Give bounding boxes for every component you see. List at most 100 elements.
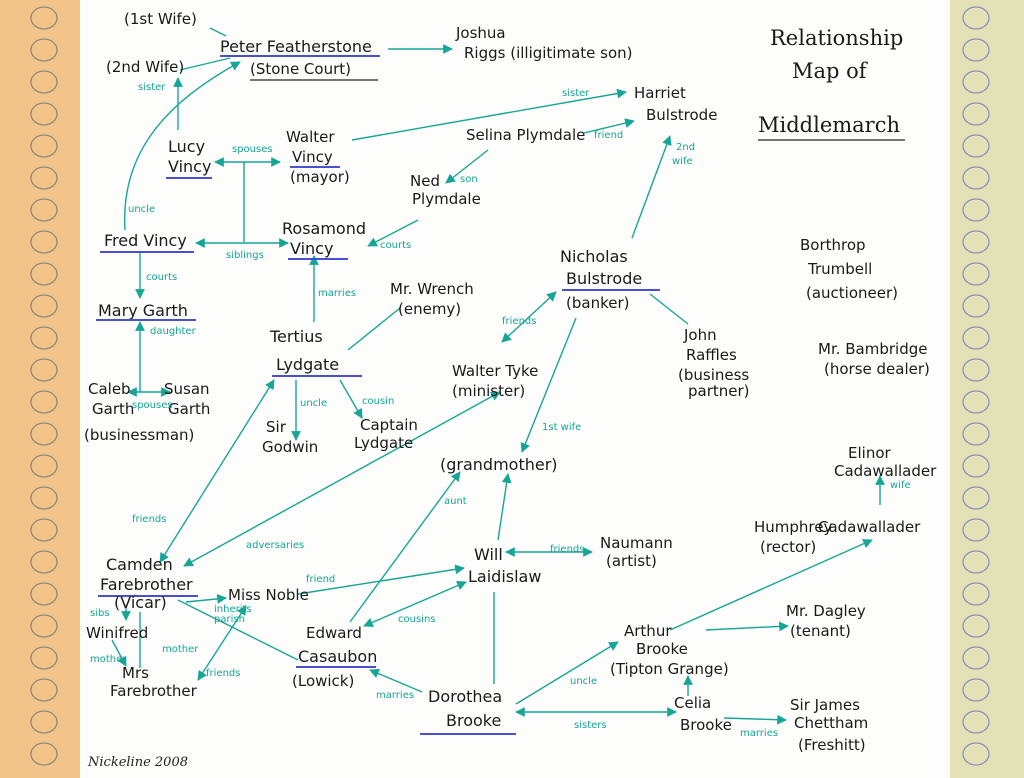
borthrop-trumbell-role: (auctioneer) bbox=[806, 284, 898, 302]
label-uncle-fred: uncle bbox=[128, 204, 155, 215]
left-binding-strip bbox=[0, 0, 80, 778]
arthur-brooke-name: Arthur bbox=[624, 622, 672, 640]
harriet-bulstrode-name: Harriet bbox=[634, 84, 686, 102]
humphrey-cadawallader-role: (rector) bbox=[760, 538, 816, 556]
title-line-3: Middlemarch bbox=[758, 113, 900, 137]
susan-garth-name: Susan bbox=[164, 380, 210, 398]
arthur-brooke-estate: (Tipton Grange) bbox=[610, 660, 729, 678]
grandmother-label: (grandmother) bbox=[440, 455, 558, 474]
sir-james-chettham-estate: (Freshitt) bbox=[798, 736, 866, 754]
label-courts-mary: courts bbox=[146, 272, 177, 283]
john-raffles-name: John bbox=[683, 326, 717, 344]
ned-plymdale-name: Ned bbox=[410, 172, 440, 190]
mr-dagley-role: (tenant) bbox=[790, 622, 851, 640]
mr-dagley-name: Mr. Dagley bbox=[786, 602, 866, 620]
walter-tyke-name: Walter Tyke bbox=[452, 362, 538, 380]
label-friends-noble: friends bbox=[206, 668, 240, 679]
harriet-bulstrode-surname: Bulstrode bbox=[646, 106, 717, 124]
camden-farebrother-role: (Vicar) bbox=[114, 593, 167, 612]
label-second-wife: 2nd bbox=[676, 142, 695, 153]
selina-plymdale-name: Selina Plymdale bbox=[466, 126, 585, 144]
miss-noble-name: Miss Noble bbox=[228, 586, 309, 604]
second-wife-label: (2nd Wife) bbox=[106, 58, 184, 76]
caleb-garth-name: Caleb bbox=[88, 380, 131, 398]
character-nodes: (1st Wife) (2nd Wife) Peter Featherstone… bbox=[84, 10, 937, 754]
label-sisters: sisters bbox=[574, 720, 607, 731]
walter-vincy-name: Walter bbox=[286, 128, 335, 146]
sir-godwin-surname: Godwin bbox=[262, 438, 318, 456]
label-wife: wife bbox=[890, 480, 911, 491]
relationship-edges bbox=[111, 27, 885, 725]
label-mother-winifred: mother bbox=[90, 654, 127, 665]
caleb-garth-surname: Garth bbox=[92, 400, 134, 418]
edward-casaubon-name: Edward bbox=[306, 624, 362, 642]
label-inherits: inherits bbox=[214, 604, 252, 615]
peter-featherstone-name: Peter Featherstone bbox=[220, 37, 372, 56]
dorothea-brooke-surname: Brooke bbox=[446, 711, 501, 730]
ned-plymdale-surname: Plymdale bbox=[412, 190, 481, 208]
label-first-wife: 1st wife bbox=[542, 422, 581, 433]
celia-brooke-name: Celia bbox=[674, 694, 711, 712]
tertius-lydgate-surname: Lydgate bbox=[276, 355, 339, 374]
rosamond-vincy-surname: Vincy bbox=[290, 239, 333, 258]
label-courts-rosamond: courts bbox=[380, 240, 411, 251]
map-title: Relationship Map of Middlemarch bbox=[758, 26, 905, 141]
label-parish: parish bbox=[214, 614, 245, 625]
label-friends-naumann: friends bbox=[550, 544, 584, 555]
mr-wrench-name: Mr. Wrench bbox=[390, 280, 474, 298]
naumann-role: (artist) bbox=[606, 552, 657, 570]
john-raffles-role-1: (business bbox=[678, 366, 749, 384]
mr-wrench-role: (enemy) bbox=[398, 300, 461, 318]
first-wife-label: (1st Wife) bbox=[124, 10, 197, 28]
lucy-vincy-surname: Vincy bbox=[168, 157, 211, 176]
right-coil-decoration bbox=[962, 6, 990, 766]
borthrop-trumbell-surname: Trumbell bbox=[807, 260, 872, 278]
label-sibs: sibs bbox=[90, 608, 110, 619]
label-daughter: daughter bbox=[150, 326, 197, 337]
label-friends-lydgate: friends bbox=[132, 514, 166, 525]
fred-vincy-name: Fred Vincy bbox=[104, 231, 187, 250]
relationship-labels: sister sister friend spouses son 2nd wif… bbox=[90, 82, 911, 739]
label-uncle-godwin: uncle bbox=[300, 398, 327, 409]
nicholas-bulstrode-surname: Bulstrode bbox=[566, 269, 642, 288]
label-second-wife-2: wife bbox=[672, 156, 693, 167]
artist-signature: Nickeline 2008 bbox=[87, 755, 188, 770]
label-friends-tyke: friends bbox=[502, 316, 536, 327]
label-marries-lydgate: marries bbox=[318, 288, 356, 299]
nicholas-bulstrode-role: (banker) bbox=[566, 294, 629, 312]
label-cousins: cousins bbox=[398, 614, 436, 625]
tertius-lydgate-name: Tertius bbox=[269, 327, 323, 346]
title-line-2: Map of bbox=[792, 59, 869, 83]
edward-casaubon-estate: (Lowick) bbox=[292, 672, 354, 690]
label-sister-harriet: sister bbox=[562, 88, 590, 99]
label-sister-lucy: sister bbox=[138, 82, 166, 93]
mary-garth-name: Mary Garth bbox=[98, 301, 188, 320]
label-marries-casaubon: marries bbox=[376, 690, 414, 701]
label-aunt: aunt bbox=[444, 496, 467, 507]
lucy-vincy-name: Lucy bbox=[168, 137, 205, 156]
label-friend-selina: friend bbox=[594, 130, 623, 141]
winifred-name: Winifred bbox=[86, 624, 148, 642]
rosamond-vincy-name: Rosamond bbox=[282, 219, 366, 238]
right-binding-strip bbox=[950, 0, 1024, 778]
elinor-cadawallader-name: Elinor bbox=[848, 444, 891, 462]
nicholas-bulstrode-name: Nicholas bbox=[560, 247, 628, 266]
john-raffles-role-2: partner) bbox=[688, 382, 750, 400]
will-laidislaw-name: Will bbox=[474, 545, 503, 564]
stone-court-label: (Stone Court) bbox=[250, 60, 351, 78]
will-laidislaw-surname: Laidislaw bbox=[468, 567, 541, 586]
humphrey-cadawallader-surname: Cadawallader bbox=[818, 518, 921, 536]
walter-vincy-surname: Vincy bbox=[292, 148, 333, 166]
elinor-cadawallader-surname: Cadawallader bbox=[834, 462, 937, 480]
sir-james-chettham-name: Sir James bbox=[790, 696, 860, 714]
label-mother-camden: mother bbox=[162, 644, 199, 655]
borthrop-trumbell-name: Borthrop bbox=[800, 236, 866, 254]
label-siblings: siblings bbox=[226, 250, 264, 261]
john-raffles-surname: Raffles bbox=[686, 346, 737, 364]
label-marries-james: marries bbox=[740, 728, 778, 739]
mr-bambridge-name: Mr. Bambridge bbox=[818, 340, 928, 358]
title-line-1: Relationship bbox=[770, 26, 903, 50]
joshua-riggs-surname: Riggs (illigitimate son) bbox=[464, 44, 633, 62]
edward-casaubon-surname: Casaubon bbox=[298, 647, 377, 666]
